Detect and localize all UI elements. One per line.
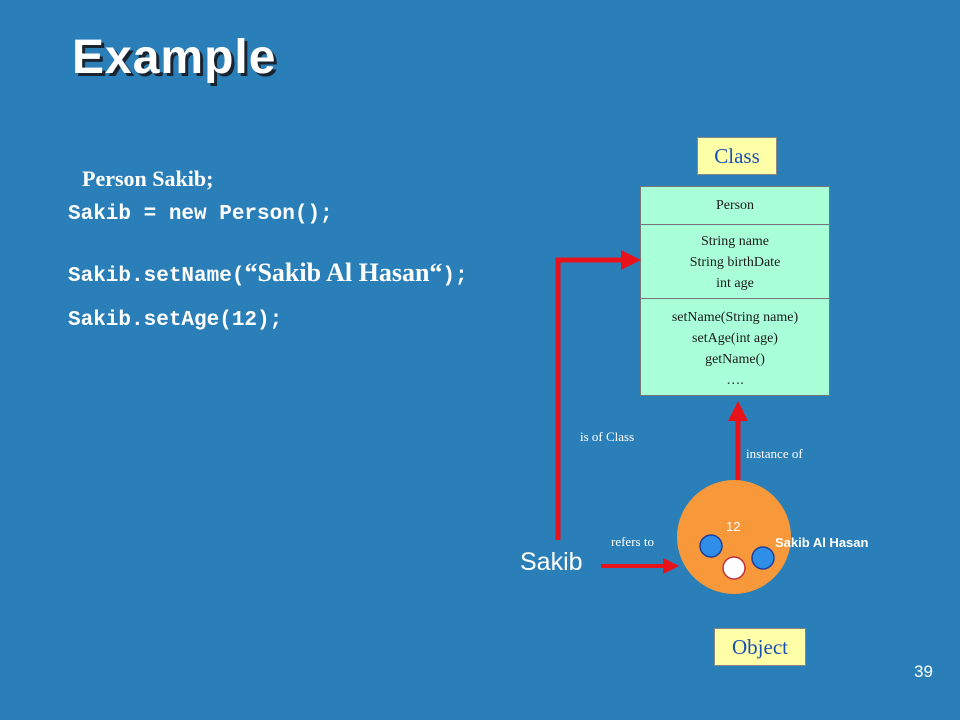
page-number: 39 <box>914 662 933 681</box>
object-label: Object <box>714 628 806 666</box>
uml-method: setAge(int age) <box>692 331 778 346</box>
uml-attribute: String name <box>700 234 770 249</box>
code-line-instantiation: Sakib = new Person(); <box>68 203 333 226</box>
object-field-dot <box>751 546 775 570</box>
uml-method: setName(String name) <box>671 310 799 325</box>
uml-attributes: String name String birthDate int age <box>641 225 829 299</box>
instance-of-label: instance of <box>746 446 803 461</box>
uml-attribute: String birthDate <box>689 255 781 270</box>
setname-prefix: Sakib.setName( <box>68 265 245 288</box>
code-line-declaration: Person Sakib; <box>82 166 214 191</box>
code-line-setname: Sakib.setName(“Sakib Al Hasan“); <box>68 258 468 288</box>
uml-class-name: Person <box>641 187 829 225</box>
slide-title: Example <box>72 31 277 84</box>
setname-argument: “Sakib Al Hasan“ <box>244 258 443 287</box>
is-of-class-label: is of Class <box>580 429 635 444</box>
object-age-value: 12 <box>726 519 741 534</box>
class-label: Class <box>697 137 777 175</box>
object-name-value: Sakib Al Hasan <box>775 535 869 550</box>
uml-class-box: Person String name String birthDate int … <box>640 186 830 396</box>
code-line-setage: Sakib.setAge(12); <box>68 309 283 332</box>
setname-suffix: ); <box>442 265 468 288</box>
is-of-class-arrow <box>555 250 641 540</box>
reference-variable-label: Sakib <box>520 548 583 576</box>
uml-method: getName() <box>705 352 765 367</box>
object-field-dot <box>699 534 723 558</box>
uml-attribute: int age <box>716 276 754 291</box>
uml-methods: setName(String name) setAge(int age) get… <box>641 299 829 395</box>
refers-to-label: refers to <box>611 534 654 549</box>
object-field-dot <box>722 556 746 580</box>
uml-method: …. <box>726 373 744 388</box>
